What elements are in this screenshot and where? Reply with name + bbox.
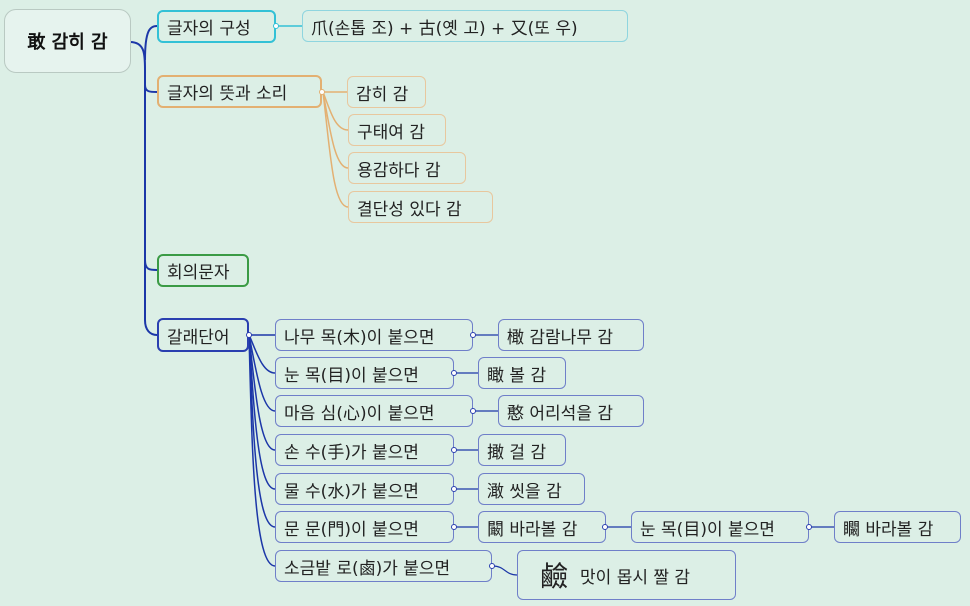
derived-cond-7[interactable]: 소금밭 로(鹵)가 붙으면	[275, 550, 492, 582]
link-derived-4	[248, 334, 276, 451]
derived-cond-2[interactable]: 눈 목(目)이 붙으면	[275, 357, 454, 389]
derived-subcond-6-dot	[806, 524, 812, 530]
derived-cond-7-dot	[489, 563, 495, 569]
link-composition	[144, 25, 158, 61]
meaning-item-3[interactable]: 용감하다 감	[348, 152, 466, 184]
link-meaning-2	[322, 91, 349, 131]
derived-result-3[interactable]: 憨 어리석을 감	[498, 395, 644, 427]
derived-cond-4[interactable]: 손 수(手)가 붙으면	[275, 434, 454, 466]
derived-result-7-hanja: 鹼	[540, 560, 569, 593]
derived-cond-5-dot	[451, 486, 457, 492]
derived-cond-6[interactable]: 문 문(門)이 붙으면	[275, 511, 454, 543]
composition-detail[interactable]: 爪(손톱 조) + 古(옛 고) + 又(또 우)	[302, 10, 628, 42]
link-meaning-4	[322, 91, 349, 208]
link-derived-7	[248, 334, 276, 567]
derived-result-7[interactable]: 鹼 맛이 몹시 짤 감	[517, 550, 736, 600]
derived-cond-4-dot	[451, 447, 457, 453]
link-derived-3	[248, 334, 276, 412]
derived-connector-dot	[246, 332, 252, 338]
derived-result-1[interactable]: 橄 감람나무 감	[498, 319, 644, 351]
derived-result-4[interactable]: 撖 걸 감	[478, 434, 566, 466]
root-node[interactable]: 敢 감히 감	[4, 9, 131, 73]
link-type	[144, 259, 158, 271]
derived-result-6-dot	[602, 524, 608, 530]
composition-connector-dot	[273, 23, 279, 29]
derived-result-5[interactable]: 澉 씻을 감	[478, 473, 585, 505]
derived-cond-3[interactable]: 마음 심(心)이 붙으면	[275, 395, 473, 427]
meaning-node[interactable]: 글자의 뜻과 소리	[157, 75, 322, 108]
derived-cond-5[interactable]: 물 수(水)가 붙으면	[275, 473, 454, 505]
meaning-connector-dot	[319, 89, 325, 95]
derived-subresult-6[interactable]: 矙 바라볼 감	[834, 511, 961, 543]
type-node[interactable]: 회의문자	[157, 254, 249, 287]
derived-result-2[interactable]: 瞰 볼 감	[478, 357, 566, 389]
derived-cond-3-dot	[470, 408, 476, 414]
link-derived-2	[248, 334, 276, 374]
derived-result-7-text: 맛이 몹시 짤 감	[580, 567, 691, 588]
link-result-7	[492, 565, 518, 576]
meaning-item-2[interactable]: 구태여 감	[348, 114, 446, 146]
meaning-item-4[interactable]: 결단성 있다 감	[348, 191, 493, 223]
derived-result-6[interactable]: 闞 바라볼 감	[478, 511, 606, 543]
derived-cond-6-dot	[451, 524, 457, 530]
derived-cond-1[interactable]: 나무 목(木)이 붙으면	[275, 319, 473, 351]
derived-subcond-6[interactable]: 눈 목(目)이 붙으면	[631, 511, 809, 543]
derived-cond-1-dot	[470, 332, 476, 338]
derived-node[interactable]: 갈래단어	[157, 318, 249, 352]
link-meaning	[144, 84, 158, 93]
meaning-item-1[interactable]: 감히 감	[347, 76, 426, 108]
derived-cond-2-dot	[451, 370, 457, 376]
trunk-line	[129, 41, 158, 336]
composition-node[interactable]: 글자의 구성	[157, 10, 276, 43]
